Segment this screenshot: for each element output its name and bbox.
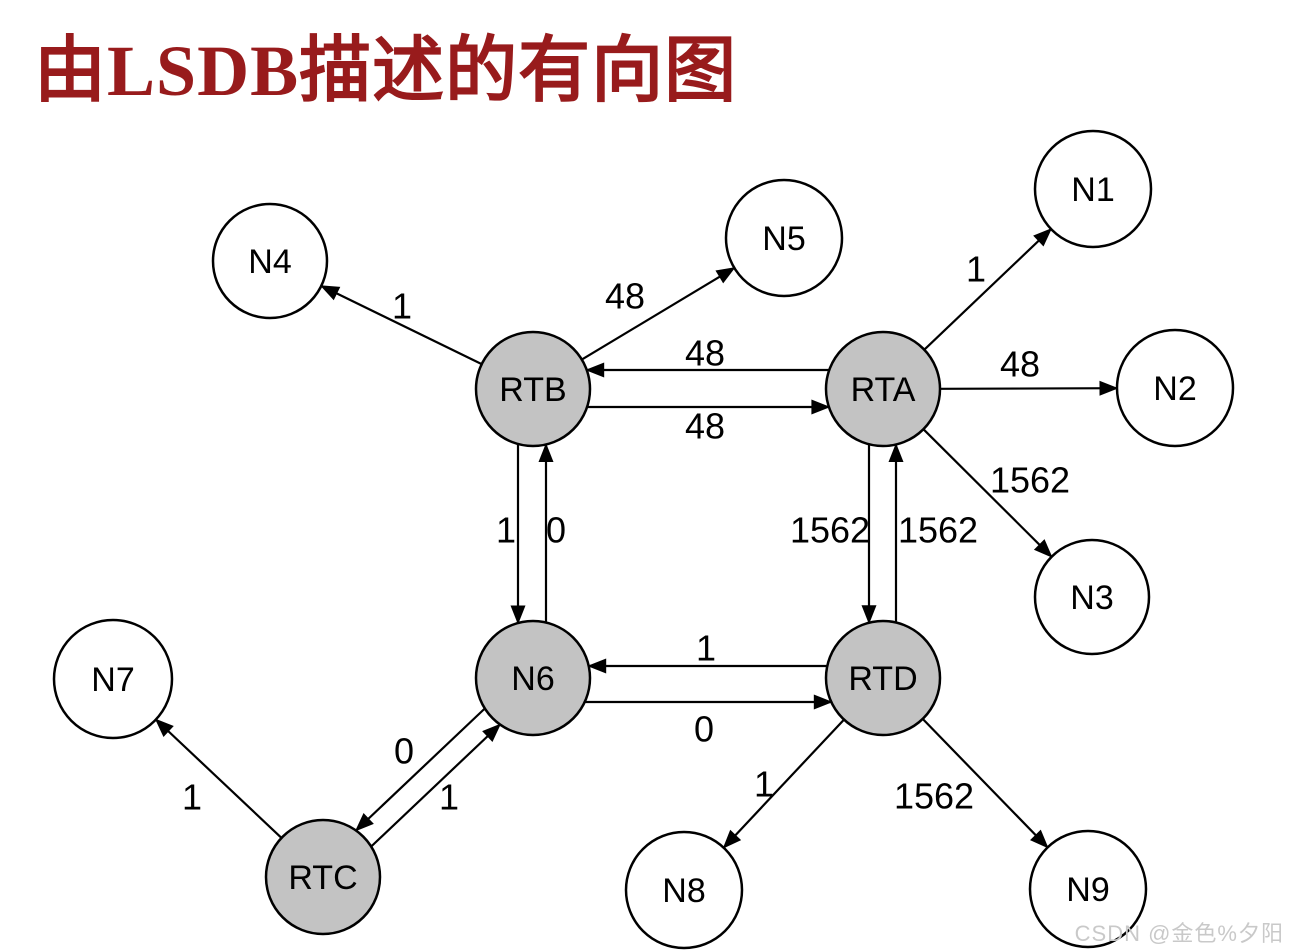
edge-label-RTB-N5: 48 (605, 276, 645, 317)
edge-label-RTA-N2: 48 (1000, 344, 1040, 385)
edge-RTC-N7 (154, 718, 283, 839)
node-RTA (824, 330, 942, 448)
node-RTC (264, 818, 382, 936)
node-label-RTB: RTB (499, 371, 566, 409)
node-label-N6: N6 (511, 660, 554, 698)
edge-RTD-N9 (921, 718, 1049, 849)
node-N8 (624, 830, 744, 950)
edge-RTC-N6 (370, 723, 502, 848)
edge-RTA-N3 (922, 428, 1053, 558)
edge-label-N6-RTB: 0 (546, 510, 566, 551)
page-title: 由LSDB描述的有向图 (34, 31, 738, 111)
watermark: CSDN @金色%夕阳 (1074, 921, 1284, 946)
edge-label-RTA-N3: 1562 (990, 460, 1070, 501)
edge-label-N6-RTD: 0 (694, 709, 714, 750)
node-N6 (474, 619, 592, 737)
node-N3 (1033, 538, 1151, 656)
node-RTB (474, 330, 592, 448)
edge-label-RTA-RTD: 1562 (790, 510, 870, 551)
node-label-N1: N1 (1071, 171, 1114, 209)
node-N4 (211, 202, 329, 320)
edge-label-RTB-N6: 1 (496, 510, 516, 551)
edges-layer (154, 227, 1119, 849)
node-RTD (824, 619, 942, 737)
node-label-N5: N5 (762, 220, 805, 258)
edge-label-RTD-N6: 1 (696, 628, 716, 669)
node-N7 (52, 618, 174, 740)
edge-label-RTB-RTA: 48 (685, 406, 725, 447)
node-N1 (1033, 129, 1153, 249)
node-N5 (724, 178, 844, 298)
edge-label-N6-RTC: 0 (394, 731, 414, 772)
edge-label-RTC-N7: 1 (182, 777, 202, 818)
node-N2 (1115, 328, 1235, 448)
edge-label-RTC-N6: 1 (439, 777, 459, 818)
edge-RTA-N2 (939, 380, 1119, 396)
edge-label-RTD-N8: 1 (754, 764, 774, 805)
node-N9 (1028, 829, 1148, 949)
node-label-N4: N4 (248, 243, 291, 281)
node-label-RTA: RTA (851, 371, 916, 409)
edge-label-RTD-RTA: 1562 (898, 510, 978, 551)
node-label-RTD: RTD (848, 660, 917, 698)
edge-RTA-N1 (923, 227, 1053, 351)
node-label-N8: N8 (662, 872, 705, 910)
node-label-N7: N7 (91, 661, 134, 699)
edge-label-RTA-RTB: 48 (685, 333, 725, 374)
edge-RTB-N5 (581, 266, 736, 361)
edge-label-RTA-N1: 1 (966, 249, 986, 290)
node-label-N2: N2 (1153, 370, 1196, 408)
edge-label-RTB-N4: 1 (392, 286, 412, 327)
node-label-N3: N3 (1070, 579, 1113, 617)
edge-label-RTD-N9: 1562 (894, 776, 974, 817)
edge-RTB-N4 (319, 284, 483, 366)
edge-RTD-N8 (722, 718, 845, 849)
edge-N6-RTC (354, 707, 486, 832)
node-label-RTC: RTC (288, 859, 357, 897)
node-label-N9: N9 (1066, 871, 1109, 909)
